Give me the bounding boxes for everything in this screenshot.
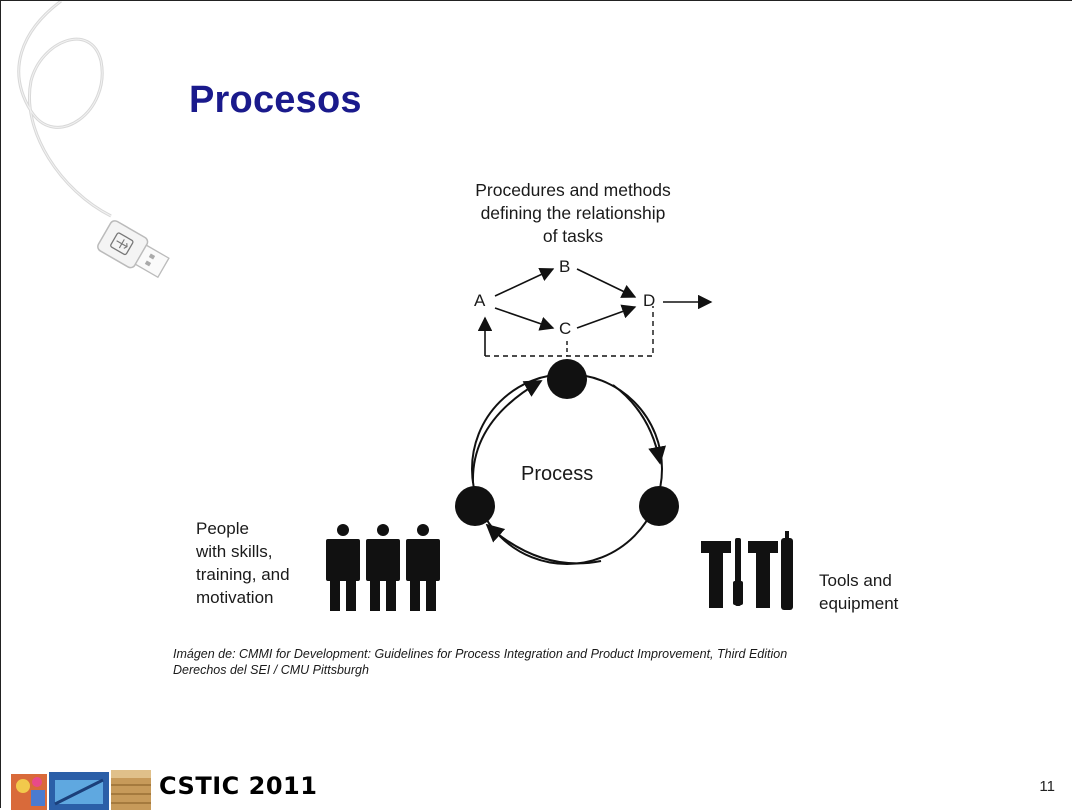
feedback-dashed-line — [485, 306, 654, 357]
people-line: People — [196, 519, 249, 538]
caption-line: defining the relationship — [480, 203, 666, 223]
tools-line: equipment — [819, 594, 899, 613]
cycle-arrow-bottom — [485, 523, 602, 565]
people-label: People with skills, training, and motiva… — [196, 517, 290, 609]
task-graph-edges — [477, 267, 713, 356]
caption-line: of tasks — [542, 226, 604, 246]
edge-a-c — [494, 307, 555, 331]
caption-line: Procedures and methods — [475, 180, 671, 200]
node-b: B — [559, 257, 571, 276]
cycle-arrow-right — [612, 384, 666, 465]
cycle-node-top — [547, 359, 587, 399]
credit-line: Derechos del SEI / CMU Pittsburgh — [173, 663, 369, 677]
slide-title: Procesos — [189, 79, 362, 121]
people-line: training, and — [196, 565, 290, 584]
slide-footer: CSTIC 2011 11 — [1, 766, 1072, 810]
people-icon — [326, 524, 440, 611]
cycle-node-left — [455, 486, 495, 526]
edge-c-d — [576, 304, 637, 329]
footer-brand: CSTIC 2011 — [159, 772, 318, 800]
usb-cable-icon — [17, 1, 170, 279]
edge-b-d — [576, 268, 637, 298]
tools-line: Tools and — [819, 571, 892, 590]
process-label: Process — [521, 463, 594, 485]
cycle-arrow-left — [471, 380, 543, 484]
tools-label: Tools and equipment — [819, 569, 898, 615]
edge-a-b — [494, 267, 555, 297]
image-credit: Imágen de: CMMI for Development: Guideli… — [173, 646, 787, 678]
tools-icon — [701, 531, 793, 610]
node-a: A — [474, 291, 486, 310]
credit-line: Imágen de: CMMI for Development: Guideli… — [173, 647, 788, 661]
footer-image-tiles — [11, 770, 151, 810]
people-line: with skills, — [196, 542, 273, 561]
people-line: motivation — [196, 588, 274, 607]
page-number: 11 — [1039, 778, 1055, 795]
node-d: D — [643, 291, 656, 310]
cycle-node-right — [639, 486, 679, 526]
diagram-caption: Procedures and methods defining the rela… — [398, 179, 748, 248]
node-c: C — [559, 319, 572, 338]
